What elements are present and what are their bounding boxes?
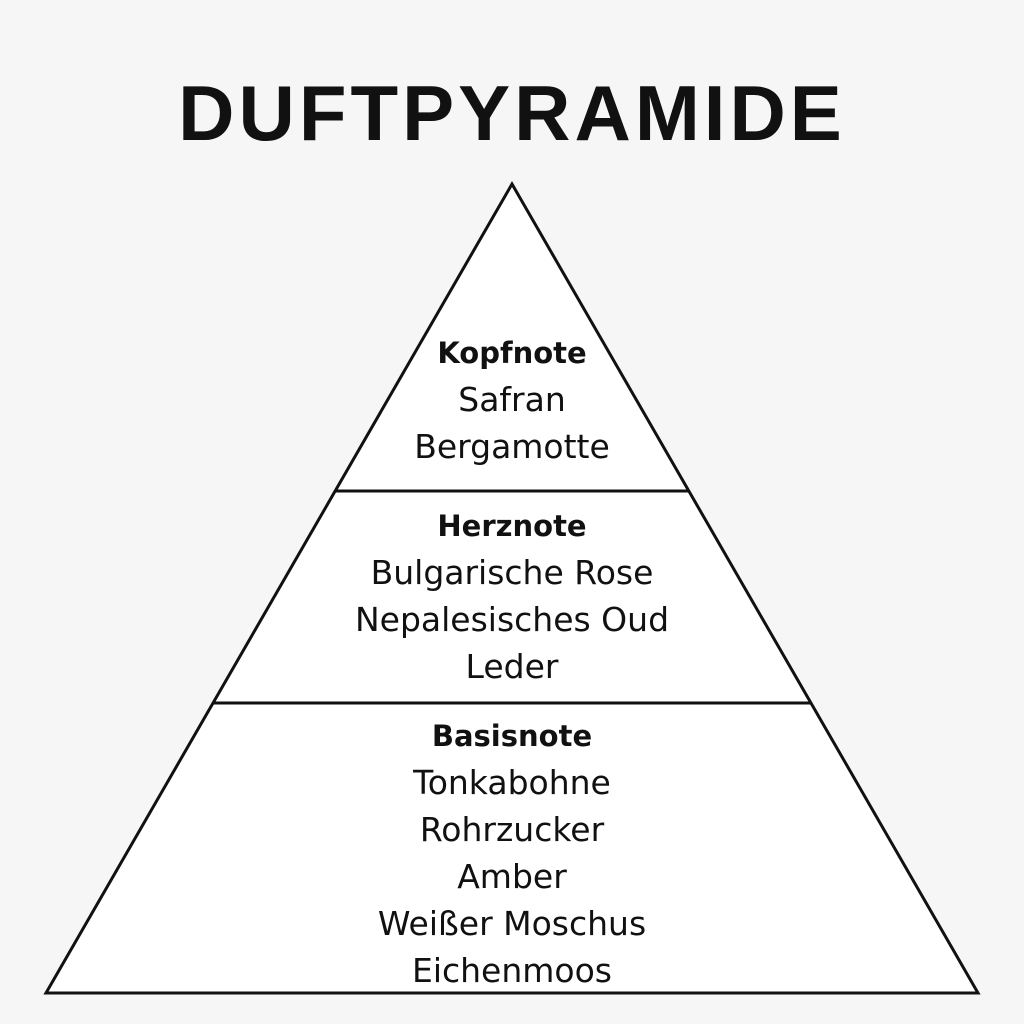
note-item: Bulgarische Rose xyxy=(370,553,654,592)
diagram-title: DUFTPYRAMIDE xyxy=(178,69,846,157)
note-item: Tonkabohne xyxy=(413,763,611,802)
note-item: Eichenmoos xyxy=(411,951,612,990)
pyramid-outline xyxy=(43,180,981,995)
note-item: Bergamotte xyxy=(414,427,610,466)
note-item: Safran xyxy=(458,380,566,419)
tier-heading: Basisnote xyxy=(431,719,593,753)
note-item: Nepalesisches Oud xyxy=(354,600,670,639)
tier-base-notes: Basisnote Tonkabohne Rohrzucker Amber We… xyxy=(0,713,1024,994)
tier-heart-notes: Herznote Bulgarische Rose Nepalesisches … xyxy=(0,503,1024,690)
note-item: Rohrzucker xyxy=(419,810,605,849)
note-item: Weißer Moschus xyxy=(377,904,647,943)
note-item: Leder xyxy=(465,647,559,686)
tier-top-notes: Kopfnote Safran Bergamotte xyxy=(0,330,1024,470)
tier-heading: Kopfnote xyxy=(437,336,587,370)
note-item: Amber xyxy=(457,857,567,896)
tier-heading: Herznote xyxy=(437,509,587,543)
